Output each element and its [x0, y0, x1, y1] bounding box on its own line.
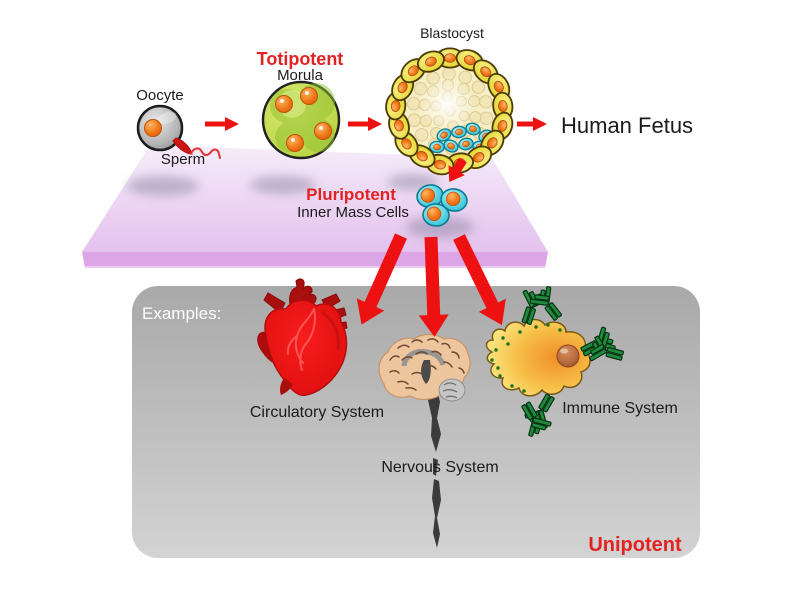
inner-mass-cells [416, 184, 468, 227]
macrophage-granules [490, 323, 562, 393]
oocyte-highlight [157, 111, 177, 125]
morula-cell [261, 80, 341, 160]
arrow-blastocyst-to-inner-mass [448, 157, 467, 183]
immune-system-illustration [485, 281, 627, 442]
arrow-morula-to-blastocyst [348, 117, 382, 131]
brain-icon [378, 333, 471, 548]
heart-icon [257, 278, 348, 397]
heart-shading [321, 310, 340, 351]
totipotent-label: Totipotent [257, 49, 344, 69]
cerebellum-folds [442, 382, 458, 399]
stem-cell [416, 184, 444, 208]
stem-cell [422, 203, 450, 227]
sperm-tail [190, 147, 221, 159]
sperm-head [172, 137, 193, 155]
morula-label: Morula [277, 67, 324, 84]
macrophage-nucleus [556, 344, 580, 368]
heart-arteries [286, 308, 316, 371]
oocyte-nucleus [144, 119, 162, 137]
arrow-blastocyst-to-fetus [517, 117, 547, 131]
arrow-to-immune [453, 234, 506, 326]
sperm-cell [172, 137, 221, 159]
inner-mass-cells-label: Inner Mass Cells [297, 204, 409, 221]
unipotent-label: Unipotent [588, 534, 682, 556]
macrophage-body [485, 318, 591, 397]
pluripotent-label: Pluripotent [306, 185, 396, 204]
examples-heading: Examples: [142, 304, 221, 323]
arrow-to-circulatory [356, 233, 407, 325]
blastocyst-cell [385, 47, 514, 176]
morula-blastomeres [275, 87, 332, 152]
corpus-callosum [401, 349, 446, 367]
heart-left-auricle [257, 331, 275, 364]
sperm-label: Sperm [161, 151, 205, 168]
arrow-to-nervous [418, 236, 449, 337]
immune-system-label: Immune System [562, 400, 678, 417]
human-fetus-label: Human Fetus [561, 113, 693, 138]
blastocyst-glow [419, 76, 475, 132]
circulatory-system-label: Circulatory System [250, 404, 384, 421]
macrophage-nucleus-highlight [560, 348, 568, 354]
flow-arrows [205, 117, 547, 337]
blastocyst-label: Blastocyst [420, 25, 484, 41]
oocyte-label: Oocyte [136, 87, 184, 104]
brain-folds [389, 338, 465, 391]
nervous-system-label: Nervous System [381, 459, 498, 476]
arrow-oocyte-to-morula [205, 117, 239, 131]
heart-apex-flap [280, 378, 293, 395]
examples-box [132, 286, 700, 558]
stem-cell [440, 188, 468, 212]
oocyte-cell [136, 104, 184, 152]
